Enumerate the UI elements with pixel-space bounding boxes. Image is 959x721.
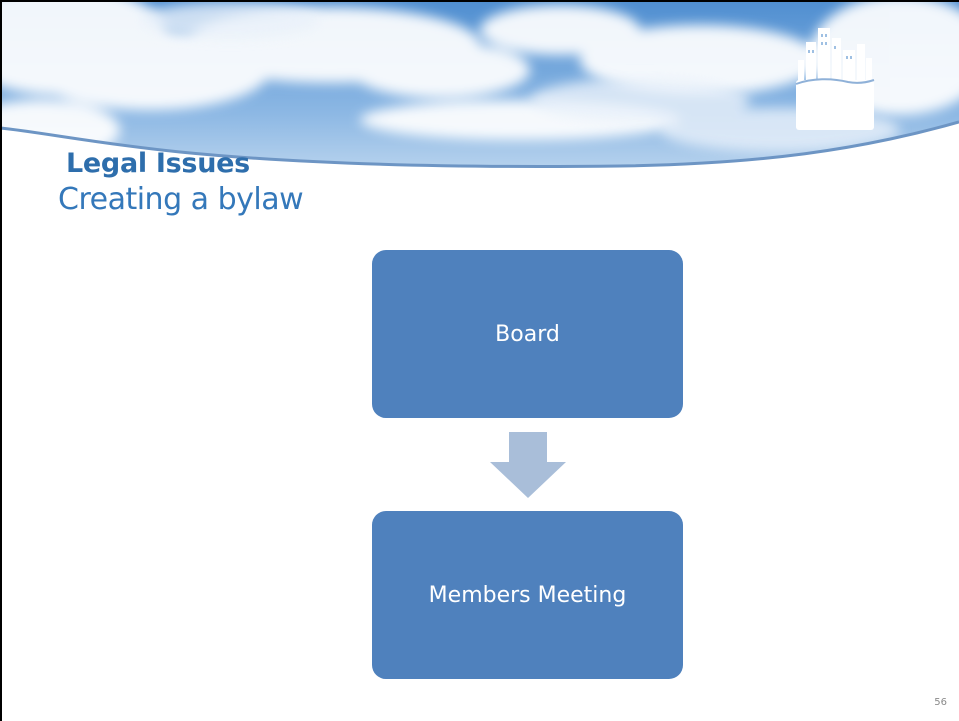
slide-subtitle: Creating a bylaw [58,182,304,217]
flow-step-members-meeting: Members Meeting [372,511,683,679]
slide-frame-left [0,0,2,721]
sky-banner [0,0,959,168]
smoke-free-housing-ontario-logo: SMOKE-FREE HOUSING ONTARIO [792,20,878,132]
logo-wordmark: SMOKE-FREE HOUSING ONTARIO [792,88,878,117]
flow-step-board-label: Board [495,321,560,347]
flow-step-members-meeting-label: Members Meeting [428,582,627,608]
slide-title: Legal Issues [66,148,250,179]
flow-step-board: Board [372,250,683,418]
logo-line-housing: HOUSING [804,95,866,108]
page-number: 56 [934,697,947,708]
down-arrow-icon [490,432,566,498]
logo-line-ontario: ONTARIO [807,106,863,117]
logo-line-smoke-free: SMOKE-FREE [808,87,862,95]
slide-frame-top [0,0,959,2]
